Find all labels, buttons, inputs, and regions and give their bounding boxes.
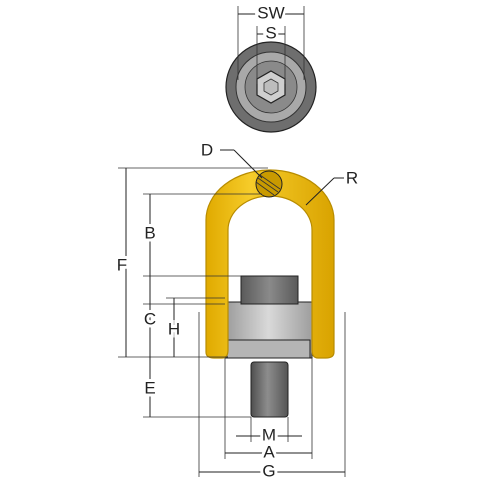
label-c: C bbox=[144, 309, 156, 328]
bolt-head bbox=[240, 275, 299, 305]
bail-cross-section-d bbox=[255, 170, 283, 198]
label-s: S bbox=[265, 23, 276, 42]
bushing-flange bbox=[226, 339, 311, 359]
label-g: G bbox=[262, 461, 275, 480]
label-e: E bbox=[144, 378, 155, 397]
label-m: M bbox=[262, 425, 276, 444]
top-view: SW S bbox=[225, 1, 317, 133]
threaded-stud bbox=[250, 361, 289, 418]
label-f: F bbox=[117, 255, 127, 274]
label-h: H bbox=[168, 319, 180, 338]
label-b: B bbox=[144, 223, 155, 242]
label-a: A bbox=[263, 442, 275, 461]
label-d: D bbox=[201, 140, 213, 159]
side-view: D R F B C H E bbox=[114, 140, 358, 480]
label-sw: SW bbox=[257, 3, 284, 22]
label-r: R bbox=[346, 168, 358, 187]
hex-socket-inner bbox=[263, 78, 279, 96]
lifting-bail bbox=[205, 169, 335, 359]
